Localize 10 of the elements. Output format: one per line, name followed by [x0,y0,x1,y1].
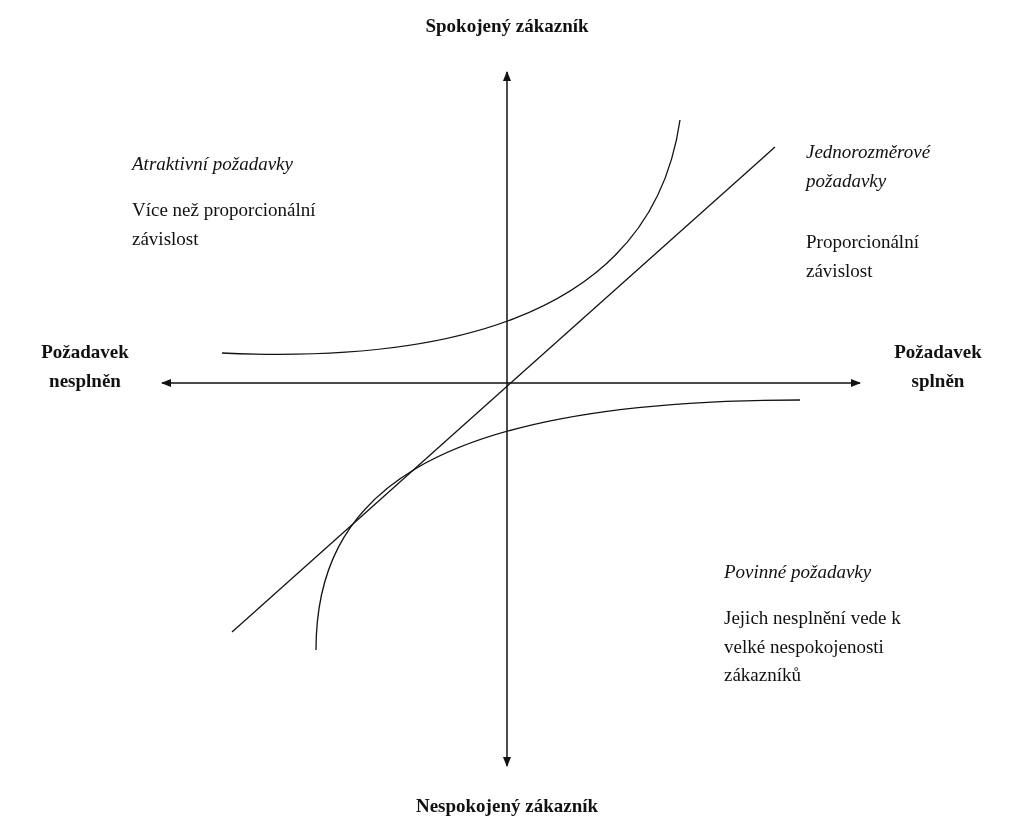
quadrant-heading: Povinné požadavky [724,560,873,584]
quadrant-description: Více než proporcionální závislost [132,198,317,251]
quadrant-description: Jejich nesplnění vede k velké nespokojenosti zákazníků [724,606,902,687]
quadrant-description: Proporcionální závislost [806,230,920,283]
axis-label: Nespokojený zákazník [414,794,600,818]
axis-label: Požadavek splněn [893,340,983,393]
axis-label: Požadavek nesplněn [40,340,130,393]
quadrant-heading: Jednorozměrové požadavky [806,140,932,193]
quadrant-heading: Atraktivní požadavky [132,152,294,176]
axis-label: Spokojený zákazník [424,14,590,38]
